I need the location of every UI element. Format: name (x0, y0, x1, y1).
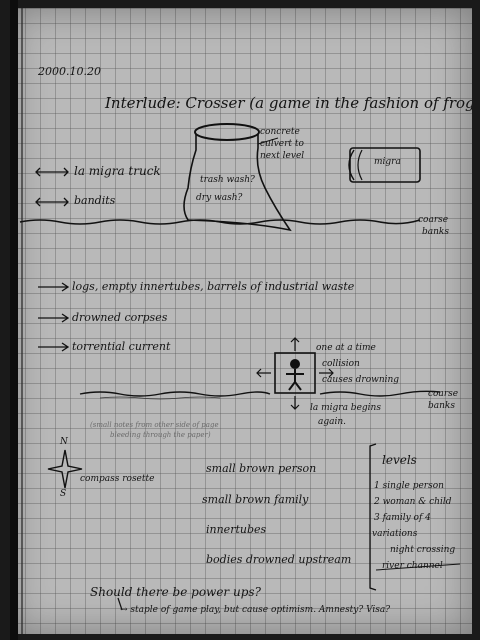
notebook-binding (10, 0, 18, 640)
river-item-current: torrential current (72, 340, 171, 353)
footer-answer: → staple of game play, but cause optimis… (120, 605, 391, 615)
upper-bank-label-2: banks (422, 227, 449, 237)
character-innertubes: innertubes (206, 523, 267, 536)
level-variations: variations (372, 529, 418, 539)
notebook-page: 2000.10.20 Interlude: Crosser (a game in… (10, 8, 472, 634)
upper-riverbank-line (19, 219, 421, 225)
levels-heading: levels (382, 453, 417, 467)
compass-s-label: S (60, 489, 67, 499)
character-family: small brown family (202, 493, 309, 506)
level-3: 3 family of 4 (374, 513, 431, 523)
faint-note-1: (small notes from other side of page (90, 421, 219, 429)
bandits-label: bandits (74, 194, 116, 207)
faint-note-2: bleeding through the paper) (110, 431, 211, 439)
causes-drowning-label: causes drowning (322, 375, 400, 385)
lower-bank-label-2: banks (428, 401, 455, 411)
left-arrow-icon (256, 368, 271, 378)
corpses-arrow-icon (38, 313, 70, 323)
player-body-icon (286, 369, 304, 391)
culvert-pipe (194, 123, 260, 141)
level-2: 2 woman & child (374, 497, 452, 507)
truck-arrow-icon (35, 167, 69, 177)
migra-again-label-1: la migra begins (310, 403, 381, 413)
one-at-a-time-label: one at a time (316, 343, 376, 353)
culvert-label-2: culvert to (260, 139, 304, 149)
level-river: river channel (382, 561, 443, 571)
lower-bank-label-1: coarse (428, 389, 459, 399)
compass-rosette-icon (47, 449, 83, 489)
migra-van-icon (349, 147, 421, 183)
river-item-logs: logs, empty innertubes, barrels of indus… (72, 280, 355, 293)
down-arrow-icon (290, 396, 300, 410)
culvert-pointer (257, 137, 279, 145)
culvert-label-1: concrete (260, 127, 300, 137)
levels-bracket (369, 443, 377, 591)
level-1: 1 single person (374, 481, 444, 491)
level-night: night crossing (390, 545, 456, 555)
culvert-label-3: next level (260, 151, 305, 161)
right-arrow-icon (319, 368, 334, 378)
van-label: migra (374, 157, 401, 167)
sketch-drawings (19, 8, 461, 634)
compass-label: compass rosette (80, 474, 155, 484)
player-head-icon (290, 359, 300, 369)
page-title: Interlude: Crosser (a game in the fashio… (105, 94, 472, 112)
migra-again-label-2: again. (318, 417, 347, 427)
bandits-arrow-icon (35, 197, 69, 207)
player-box (274, 352, 316, 394)
upper-bank-label-1: coarse (418, 215, 449, 225)
lower-riverbank-line (79, 390, 441, 397)
trash-wash-label: trash wash? (200, 175, 255, 185)
levels-underline (375, 563, 461, 571)
collision-label: collision (322, 359, 360, 369)
current-arrow-icon (38, 342, 70, 352)
river-item-corpses: drowned corpses (72, 311, 168, 324)
compass-n-label: N (60, 437, 68, 447)
up-arrow-icon (290, 337, 300, 351)
dry-wash-label: dry wash? (196, 193, 243, 203)
character-bodies: bodies drowned upstream (206, 553, 352, 566)
footer-question: Should there be power ups? (90, 585, 261, 599)
migra-truck-label: la migra truck (74, 164, 161, 178)
logs-arrow-icon (38, 282, 70, 292)
character-person: small brown person (206, 462, 317, 475)
date-text: 2000.10.20 (38, 65, 101, 78)
